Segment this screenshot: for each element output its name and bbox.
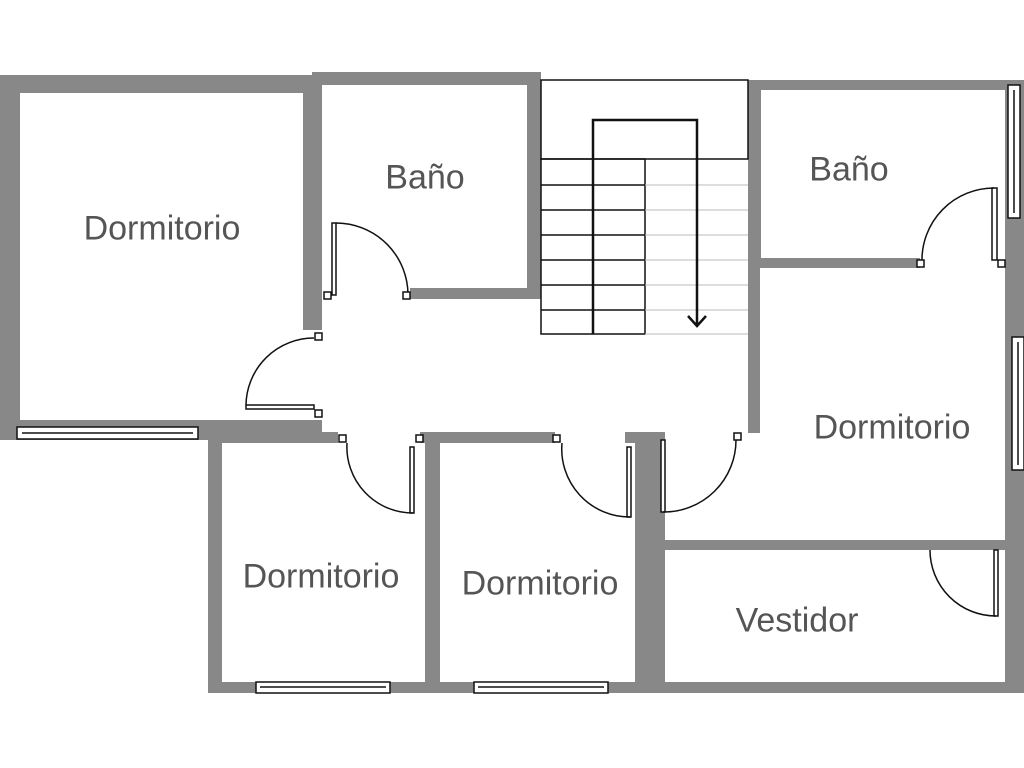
room-label-dormitorio-2: Dormitorio: [813, 408, 971, 447]
room-label-bano-1: Baño: [385, 158, 465, 197]
room-label-vestidor: Vestidor: [735, 601, 859, 640]
staircase: [540, 79, 749, 335]
room-label-dormitorio-4: Dormitorio: [461, 564, 619, 603]
stair-arrow-icon: [591, 118, 707, 334]
doors: [245, 187, 1006, 617]
room-label-bano-2: Baño: [809, 150, 889, 189]
room-label-dormitorio-1: Dormitorio: [83, 209, 241, 248]
windows: [16, 84, 1024, 694]
room-label-dormitorio-3: Dormitorio: [242, 557, 400, 596]
